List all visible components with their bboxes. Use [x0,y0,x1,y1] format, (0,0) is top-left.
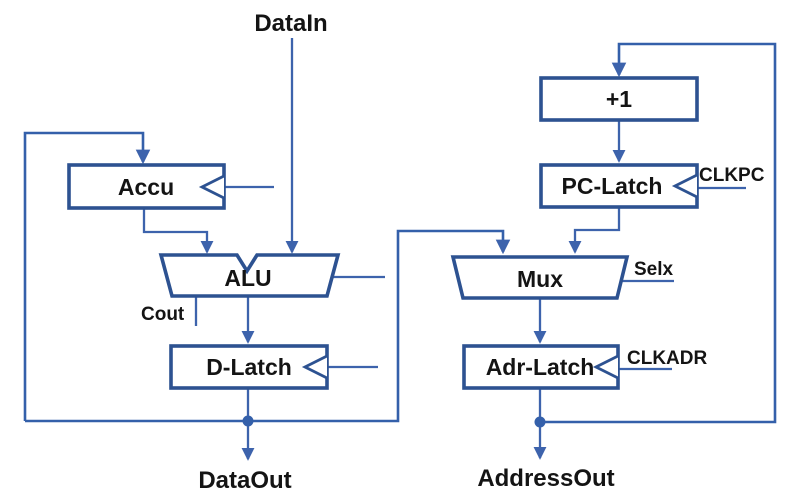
cout-label: Cout [141,304,185,325]
pclatch-label: PC-Latch [562,173,663,199]
junction-dot-databus [242,415,254,427]
clkadr-label: CLKADR [627,348,707,369]
labels: DataIn DataOut AddressOut Accu +1 PC-Lat… [118,10,765,494]
wire-pclatch-to-mux [568,207,621,254]
accu-clock-triangle-icon [198,174,225,200]
adrlatch-clock-triangle-icon [592,354,619,380]
dlatch-clock-triangle-icon [301,354,328,380]
wire-feedback-to-inc [540,42,777,424]
incrementer-label: +1 [606,86,632,112]
wire-bus-to-mux [25,229,511,423]
addressout-label: AddressOut [477,465,614,492]
wire-accu-to-alu [142,208,214,254]
clkpc-label: CLKPC [699,165,765,186]
mux-label: Mux [517,266,563,292]
dlatch-label: D-Latch [206,354,292,380]
wire-feedback-to-accu [23,131,151,421]
adr-latch-box [462,344,620,390]
selx-label: Selx [634,259,674,280]
pclatch-clock-triangle-icon [671,173,698,199]
wires [23,38,777,461]
adrlatch-label: Adr-Latch [486,354,595,380]
d-latch-box [169,344,329,390]
accu-label: Accu [118,174,174,200]
junction-dot-addressbus [534,416,546,428]
alu-shape [158,253,341,298]
incrementer-box [539,76,699,122]
blocks [67,76,699,390]
accu-register-box [67,163,226,210]
alu-label: ALU [224,265,271,291]
dataout-label: DataOut [198,467,291,494]
mux-shape [450,255,630,300]
datain-label: DataIn [254,10,327,37]
